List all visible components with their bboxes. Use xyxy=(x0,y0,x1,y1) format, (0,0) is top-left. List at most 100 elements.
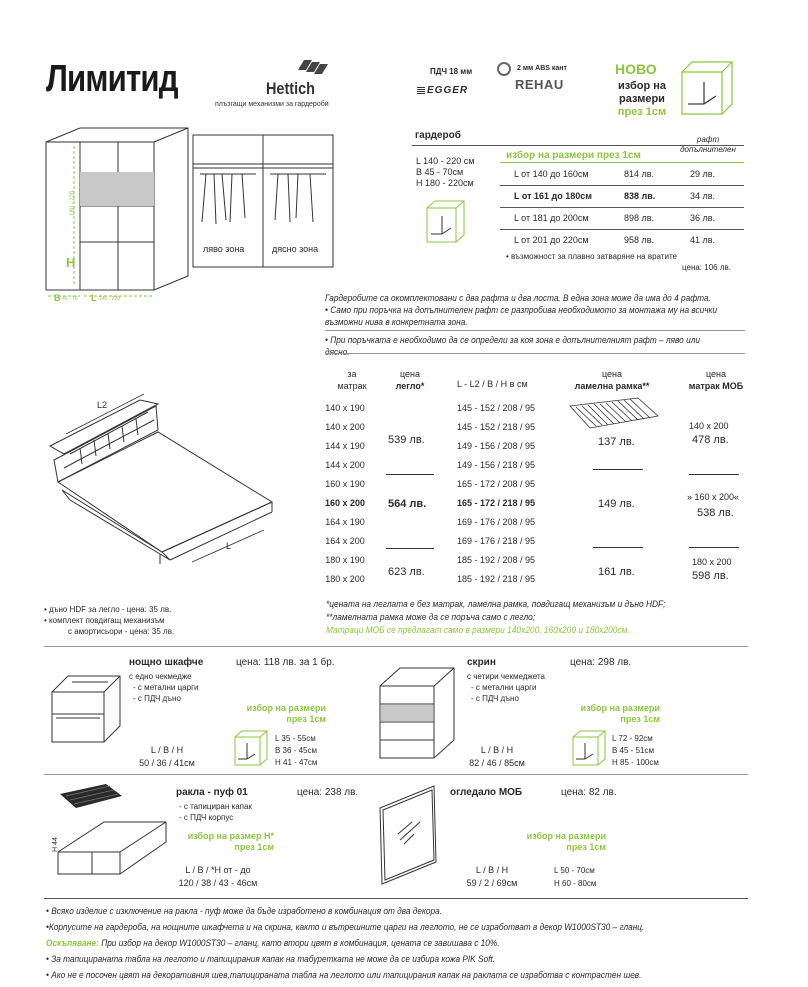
bed-dims: 149 - 156 / 208 / 95 xyxy=(457,441,536,451)
wardrobe-drawing xyxy=(45,127,189,297)
mob-c-price: 598 лв. xyxy=(692,570,729,582)
slat-price-b: 149 лв. xyxy=(598,498,635,510)
nightstand-drawing xyxy=(51,675,121,743)
bed-size: 180 x 200 xyxy=(325,574,365,584)
bed-drawing xyxy=(48,393,274,564)
pouf-choice: избор на размер H*през 1см xyxy=(187,831,274,852)
nightstand-price: цена: 118 лв. за 1 бр. xyxy=(236,657,335,668)
bed-extras: • дъно HDF за легло - цена: 35 лв. • ком… xyxy=(44,605,175,636)
table-row: L от 140 до 160см 814 лв. 29 лв. xyxy=(500,164,744,186)
bed-size: 164 x 190 xyxy=(325,517,365,527)
right-zone-label: дясно зона xyxy=(272,244,319,254)
slat-price-c: 161 лв. xyxy=(598,566,635,578)
bed-price-b: 564 лв. xyxy=(388,498,427,510)
col-dims: L - L2 / B / H в см xyxy=(457,379,528,389)
nightstand-features: с едно чекмедже - с метални царги - с ПД… xyxy=(129,672,199,703)
wardrobe-h-sub: 180 - 220 xyxy=(70,190,76,216)
bed-size: 160 x 190 xyxy=(325,479,365,489)
wardrobe-l-sub: 140 - 220 xyxy=(99,296,121,302)
chest-title: скрин xyxy=(467,657,496,668)
chest-drawing xyxy=(379,667,455,759)
new-choice: избор на размери през 1см xyxy=(617,80,667,118)
slat-frame-icon xyxy=(569,397,659,429)
egger-logo: EGGER xyxy=(417,85,485,97)
bed-size: 160 x 200 xyxy=(324,498,366,508)
bed-dims: 185 - 192 / 218 / 95 xyxy=(457,574,536,584)
hettich-subtitle: плъзгащи механизми за гардероби xyxy=(215,101,329,108)
bed-size-list: 140 x 190 140 x 200 144 x 190 144 x 200 160 … xyxy=(318,403,372,593)
mob-a-price: 478 лв. xyxy=(692,434,729,446)
wardrobe-choice-title: избор на размери през 1см xyxy=(506,150,641,161)
mirror-price: цена: 82 лв. xyxy=(561,787,617,798)
mirror-title: огледало МОБ xyxy=(450,787,523,798)
nightstand-resize-icon xyxy=(234,730,268,766)
rehau-circle-icon xyxy=(497,62,511,76)
pouf-price: цена: 238 лв. xyxy=(297,787,359,798)
nightstand-title: нощно шкафче xyxy=(129,657,204,668)
pdch-label: ПДЧ 18 мм xyxy=(430,67,473,76)
slat-price-a: 137 лв. xyxy=(598,436,635,448)
wardrobe-b-label: B xyxy=(54,293,61,303)
bed-dims: 149 - 156 / 218 / 95 xyxy=(457,460,536,470)
bed-size: 164 x 200 xyxy=(325,536,365,546)
bed-l2-label: L2 xyxy=(97,400,108,410)
table-row: L от 181 до 200см 898 лв. 36 лв. xyxy=(500,208,744,230)
pouf-drawing xyxy=(57,784,167,875)
abs-label: 2 мм ABS кант xyxy=(517,65,567,72)
bed-size: 144 x 190 xyxy=(325,441,365,451)
rehau-logo: REHAU xyxy=(515,77,564,92)
wardrobe-resize-icon xyxy=(426,200,465,243)
mob-c-size: 180 x 200 xyxy=(692,557,732,567)
extra-shelf-header: рафт допълнителен xyxy=(680,135,736,154)
table-row: L от 201 до 220см 958 лв. 41 лв. xyxy=(514,235,716,245)
chest-resize-icon xyxy=(572,730,606,766)
wardrobe-b-sub: 45 - 70 xyxy=(62,296,78,302)
left-zone-label: ляво зона xyxy=(203,244,245,254)
hettich-brand: Hettich xyxy=(266,79,315,98)
bed-size: 140 x 190 xyxy=(325,403,365,413)
bed-size: 140 x 200 xyxy=(325,422,365,432)
bed-size: 144 x 200 xyxy=(325,460,365,470)
wardrobe-heading: гардероб xyxy=(415,130,461,141)
wardrobe-notes: Гардеробите са окомплектовани с два рафт… xyxy=(325,293,718,357)
wardrobe-sizes: L 140 - 220 см B 45 - 70см H 180 - 220см xyxy=(416,156,475,188)
bed-dims: 169 - 176 / 208 / 95 xyxy=(457,517,536,527)
bed-dims: 165 - 172 / 208 / 95 xyxy=(457,479,536,489)
egger-stripes-icon xyxy=(417,87,425,94)
bed-dims: 169 - 176 / 218 / 95 xyxy=(457,536,536,546)
soft-close-note: • възможност за плавно затваряне на врат… xyxy=(506,252,677,261)
resize-cube-icon xyxy=(681,61,733,115)
chest-price: цена: 298 лв. xyxy=(570,657,632,668)
wardrobe-h-label: H xyxy=(66,255,76,270)
pouf-title: ракла - пуф 01 xyxy=(176,787,248,798)
chest-features: с четири чекмеджета - с метални царги - … xyxy=(467,672,545,703)
wardrobe-interior-drawing xyxy=(192,134,334,268)
wardrobe-l-label: L xyxy=(91,293,97,303)
pouf-h-label: H 44 xyxy=(52,837,59,852)
pouf-features: - с тапициран капак- с ПДЧ корпус xyxy=(179,802,252,822)
soft-close-price: цена: 106 лв. xyxy=(682,263,731,272)
table-row: L от 161 до 180см 838 лв. 34 лв. xyxy=(500,186,744,208)
mob-b-price: 538 лв. xyxy=(697,507,734,519)
bed-price-c: 623 лв. xyxy=(388,566,425,578)
bed-price-a: 539 лв. xyxy=(388,434,425,446)
bed-footnotes: *цената на леглата е без матрак, ламелна… xyxy=(326,599,666,635)
hettich-mark-icon xyxy=(298,60,328,74)
new-label: НОВО xyxy=(615,61,657,77)
bed-size: 180 x 190 xyxy=(325,555,365,565)
bed-dims: 185 - 192 / 208 / 95 xyxy=(457,555,536,565)
mob-b-size: » 160 x 200« xyxy=(687,492,740,502)
